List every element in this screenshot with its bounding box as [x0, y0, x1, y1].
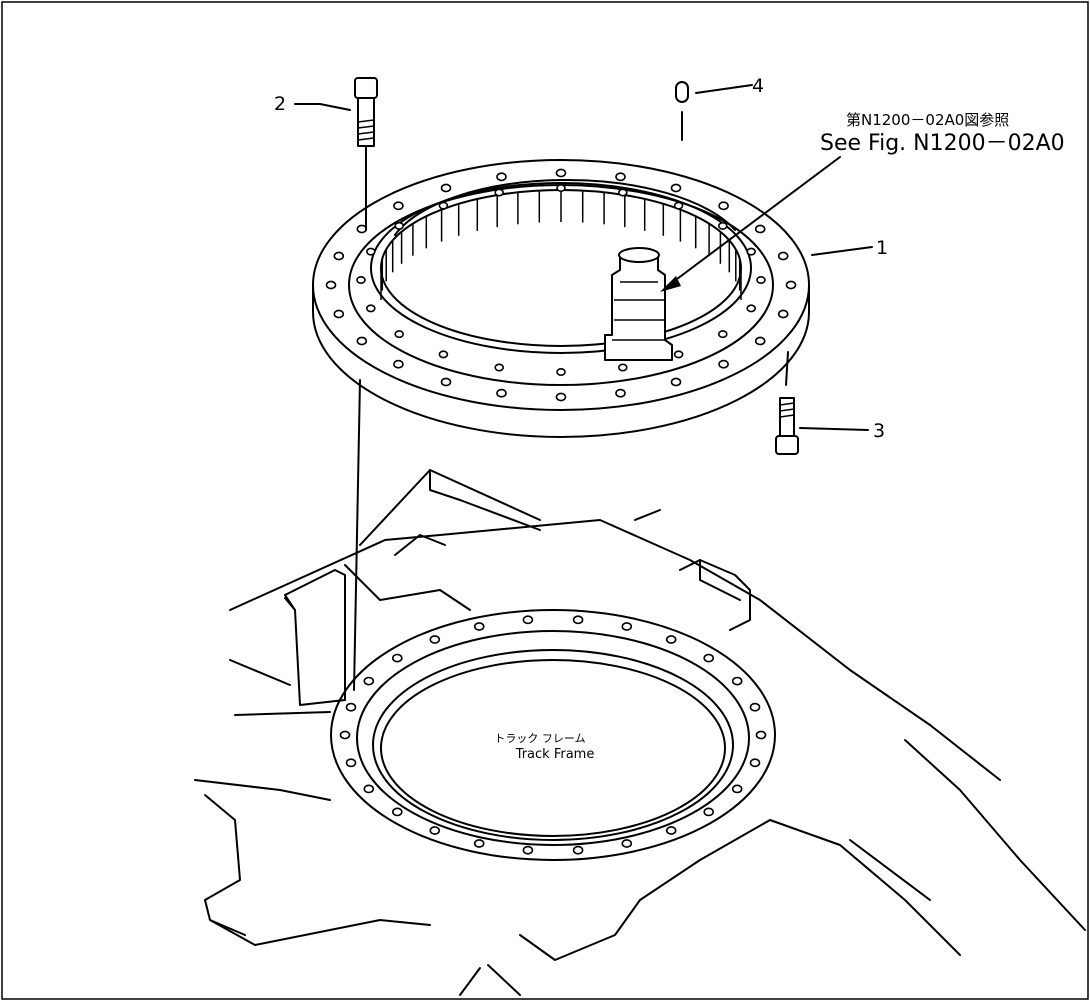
bolt-hole: [777, 251, 789, 261]
bolt-hole: [746, 247, 757, 256]
callout-4: 4: [752, 75, 764, 97]
bolt-hole: [339, 730, 351, 740]
bolt-hole: [345, 758, 357, 768]
bolt-hole: [718, 359, 729, 369]
bolt-hole: [673, 350, 684, 359]
bolt-hole: [325, 280, 337, 290]
bolt-hole: [496, 172, 507, 182]
arrowhead: [660, 276, 681, 292]
bolt-hole: [572, 615, 584, 625]
bolt-hole: [494, 188, 505, 197]
bolt-hole: [333, 251, 345, 261]
reference-text-english: See Fig. N1200－02A0: [820, 131, 1065, 156]
bolt-hole: [556, 184, 566, 193]
leader-lines: [294, 84, 873, 431]
bolt-hole: [429, 635, 441, 644]
bolt-hole: [555, 392, 567, 402]
track-frame: [194, 469, 1086, 996]
bolt-hole: [754, 336, 766, 346]
bolt-hole: [356, 336, 368, 346]
bolt-hole: [473, 839, 485, 848]
bolt-hole: [731, 676, 743, 686]
bolt-hole: [429, 826, 441, 835]
bolt-hole: [440, 183, 452, 193]
bolt-hole: [755, 730, 767, 740]
bolt-hole: [615, 388, 626, 398]
bolt-hole: [703, 653, 715, 663]
bolt-hole: [718, 201, 729, 211]
swing-motor-shaft: [604, 247, 673, 361]
bolt-hole: [440, 377, 452, 387]
bolt-hole: [394, 330, 405, 339]
bolt-hole: [365, 247, 376, 256]
bolt-hole: [670, 183, 682, 193]
frame-label-japanese: トラック フレーム: [494, 732, 585, 745]
frame-mounting-ring: [330, 609, 776, 861]
bolt-hole: [785, 280, 797, 290]
bolt-hole: [615, 172, 626, 182]
bolt-hole: [673, 201, 684, 210]
bolt-hole: [356, 275, 366, 284]
callout-3: 3: [873, 420, 885, 442]
bolt-hole: [665, 635, 677, 644]
bolt-hole: [731, 784, 743, 794]
bolt-hole: [393, 201, 404, 211]
bolt-hole: [777, 309, 789, 319]
bolt-hole: [333, 309, 345, 319]
bolt-hole: [345, 702, 357, 712]
bolt-hole: [621, 839, 633, 848]
bolt-hole: [717, 221, 728, 230]
bolt-hole: [393, 359, 404, 369]
bolt-hole: [670, 377, 682, 387]
frame-bolt-holes: [339, 615, 767, 855]
bolt-hole: [617, 188, 628, 197]
swing-circle-bolt-holes: [325, 168, 797, 402]
bolt-hole: [703, 807, 715, 817]
bolt-hole: [356, 224, 368, 234]
bolt-hole: [556, 367, 566, 376]
bolt-hole: [717, 330, 728, 339]
bracket: [284, 569, 346, 706]
bolt-hole: [473, 622, 485, 631]
internal-gear-teeth: [380, 190, 742, 300]
bolt-hole: [496, 388, 507, 398]
bolt-hole: [572, 845, 584, 855]
bolt-hole: [522, 845, 534, 855]
bolt-hole: [617, 363, 628, 372]
frame-label-english: Track Frame: [515, 747, 595, 762]
bolt-hole: [391, 807, 403, 817]
bolt-hole: [438, 350, 449, 359]
bolt-hole: [746, 304, 757, 313]
bolt-hole: [754, 224, 766, 234]
bolt-hole: [394, 221, 405, 230]
bolt-hole: [363, 676, 375, 686]
bolt-hole: [438, 201, 449, 210]
bolt-hole: [365, 304, 376, 313]
bolt-part-3: [775, 351, 799, 455]
bolt-part-2: [353, 77, 378, 691]
bolt-hole: [363, 784, 375, 794]
bolt-hole: [494, 363, 505, 372]
bolt-hole: [555, 168, 567, 178]
bolt-hole: [522, 615, 534, 625]
bolt-hole: [391, 653, 403, 663]
reference-text-japanese: 第N1200－02A0図参照: [846, 111, 1009, 129]
dowel-pin-part-4: [675, 81, 689, 141]
swing-circle-bearing: [312, 159, 810, 438]
bolt-hole: [621, 622, 633, 631]
bolt-hole: [665, 826, 677, 835]
bolt-hole: [749, 702, 761, 712]
bolt-hole: [756, 275, 766, 284]
bolt-hole: [749, 758, 761, 768]
callout-2: 2: [274, 93, 286, 115]
callout-1: 1: [876, 237, 888, 259]
